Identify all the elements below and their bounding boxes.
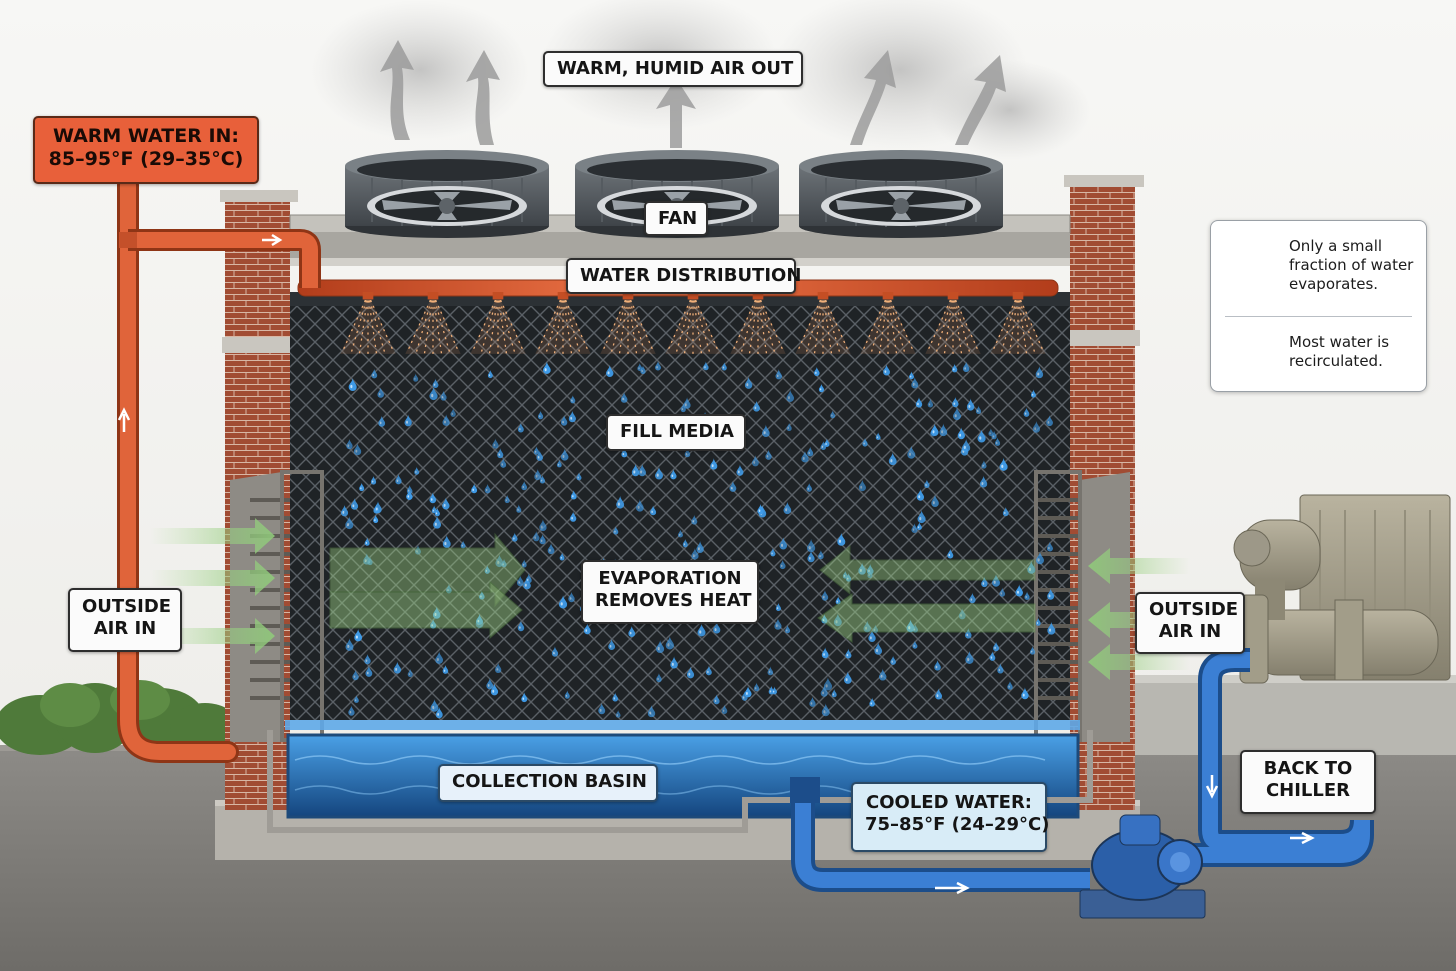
airflow-arrows-in-left (150, 518, 275, 654)
exhaust-arrows (380, 40, 1006, 148)
label-back-to-chiller: BACK TO CHILLER (1240, 750, 1376, 814)
label-water-distribution: WATER DISTRIBUTION (566, 258, 801, 294)
label-warm-water-in: WARM WATER IN: 85–95°F (29–35°C) (33, 116, 259, 184)
label-evaporation-removes-heat: EVAPORATION REMOVES HEAT (581, 560, 759, 624)
chiller-unit (1130, 494, 1456, 755)
fill-media-grid (290, 300, 1070, 720)
collection-basin (267, 720, 1093, 833)
legend-recirculated: Most water is recirculated. (1289, 333, 1390, 370)
fan-icon (797, 148, 1005, 238)
hot-water-supply-pipe (117, 174, 321, 763)
legend-divider (1225, 316, 1412, 317)
label-outside-air-in-right: OUTSIDE AIR IN (1135, 592, 1245, 654)
label-fill-media: FILL MEDIA (606, 414, 746, 451)
cold-water-return-pipe (790, 648, 1374, 895)
label-collection-basin: COLLECTION BASIN (438, 764, 658, 802)
label-fan: FAN (644, 201, 708, 236)
label-cooled-water: COOLED WATER: 75–85°F (24–29°C) (851, 782, 1049, 852)
airflow-arrows-interior (329, 532, 1036, 643)
circulation-pump (1079, 814, 1206, 919)
label-warm-humid-air-out: WARM, HUMID AIR OUT (543, 51, 803, 87)
legend-evaporates: Only a small fraction of water evaporate… (1289, 237, 1414, 293)
legend-box: Only a small fraction of water evaporate… (1210, 220, 1427, 392)
fan-icon (343, 148, 551, 238)
label-outside-air-in-left: OUTSIDE AIR IN (68, 588, 182, 652)
